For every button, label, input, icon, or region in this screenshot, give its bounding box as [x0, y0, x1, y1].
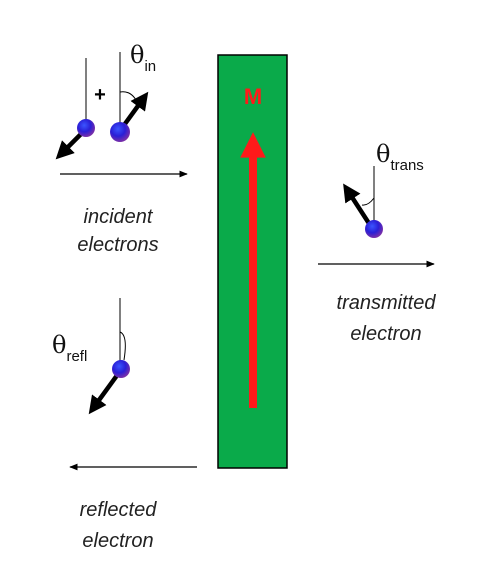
magnetization-label: M — [244, 84, 262, 109]
incident-caption-line1: incident — [84, 206, 154, 228]
spin-arrow-icon — [120, 91, 149, 130]
electron-sphere-icon — [77, 119, 95, 137]
theta-trans-angle-arc — [361, 197, 375, 206]
electron-sphere-icon — [110, 122, 130, 142]
electron-sphere-icon — [365, 220, 383, 238]
theta-in-label: θin — [130, 41, 156, 75]
incident-electrons: + θin incident electrons — [55, 41, 188, 256]
reflected-caption-line1: reflected — [80, 499, 158, 521]
spin-arrow-icon — [88, 372, 120, 415]
theta-refl-angle-arc — [119, 331, 126, 361]
incident-caption-line2: electrons — [77, 234, 158, 256]
theta-trans-label: θtrans — [376, 140, 424, 174]
theta-in-angle-arc — [119, 91, 139, 105]
plus-sign: + — [94, 84, 106, 106]
theta-refl-label: θrefl — [52, 331, 87, 365]
reflected-caption-line2: electron — [82, 530, 153, 552]
magnetic-layer: M — [217, 54, 288, 469]
spin-arrow-icon — [343, 183, 372, 227]
transmitted-caption-line1: transmitted — [337, 292, 437, 314]
transmitted-electron: θtrans transmitted electron — [318, 140, 436, 345]
reflected-electron: θrefl reflected electron — [52, 298, 197, 552]
transmitted-caption-line2: electron — [350, 323, 421, 345]
electron-sphere-icon — [112, 360, 130, 378]
